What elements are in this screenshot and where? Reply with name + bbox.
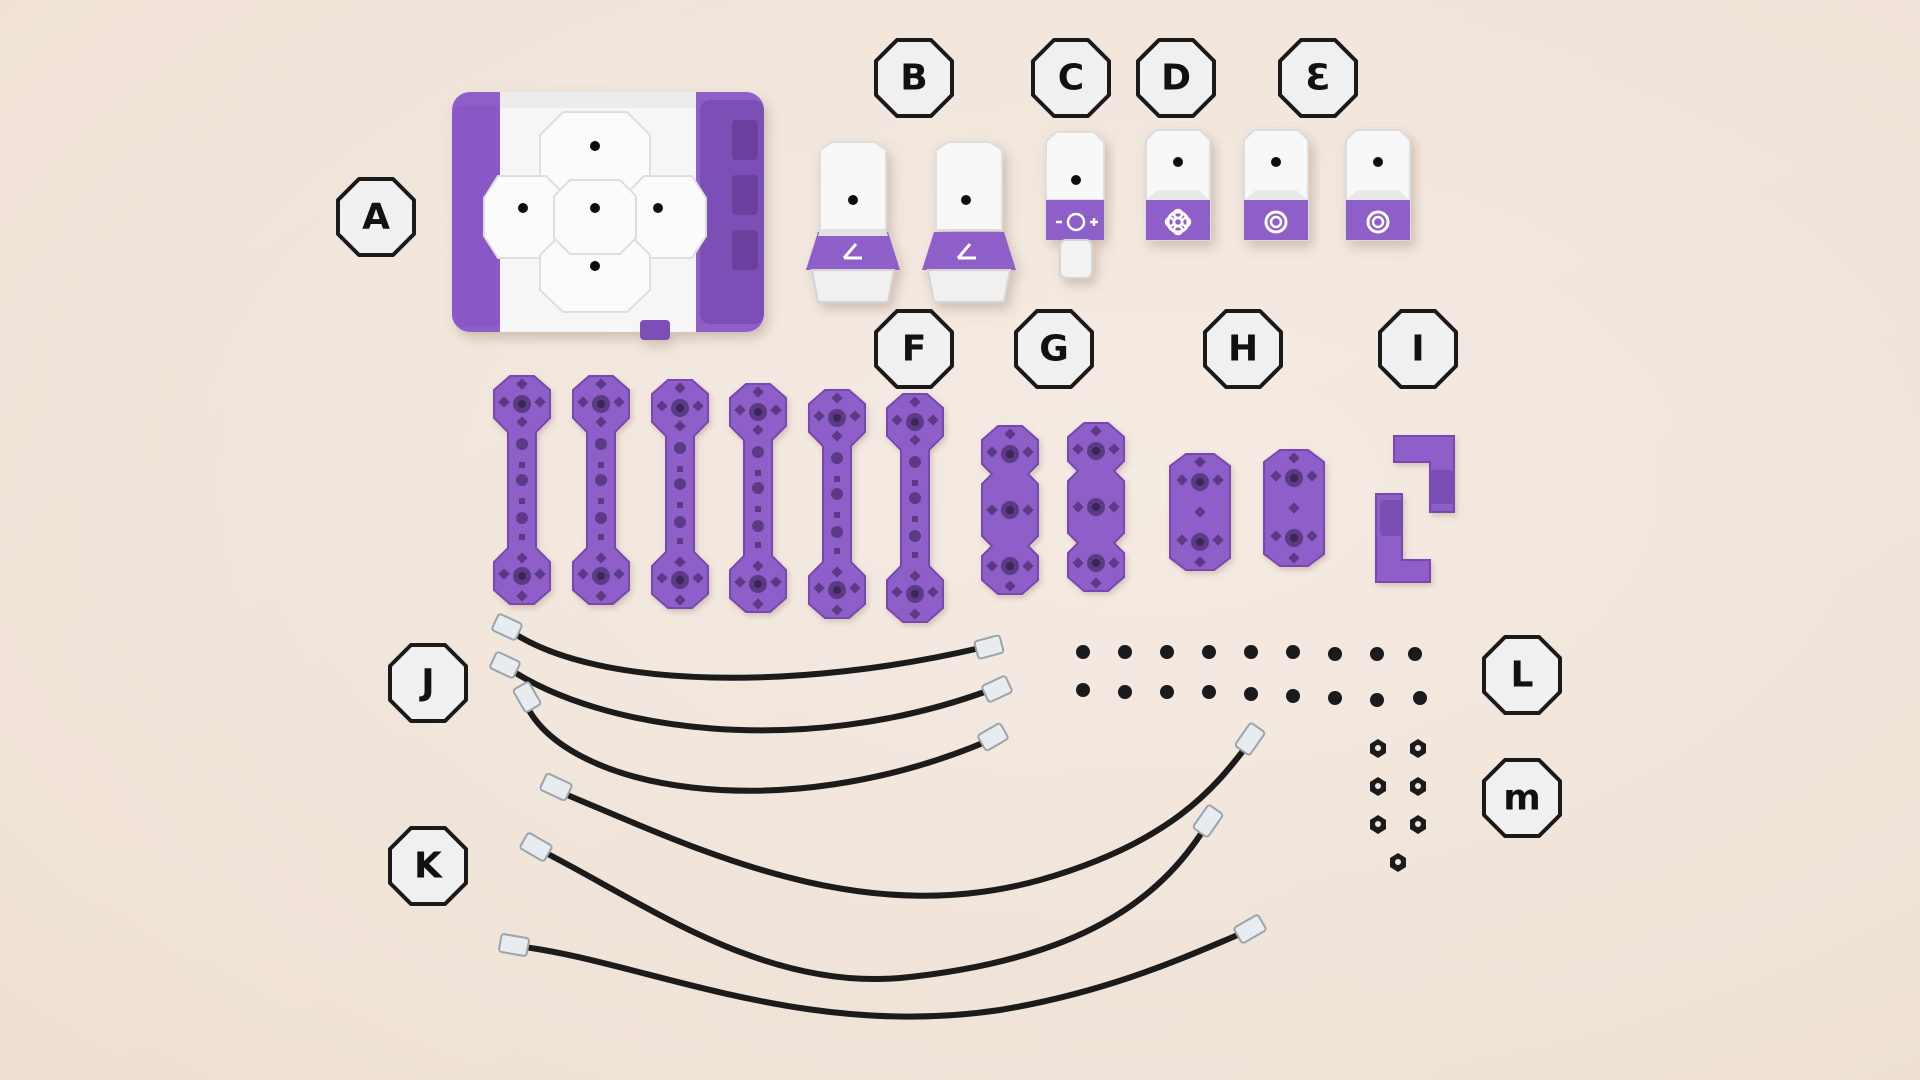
svg-text:Ɛ: Ɛ xyxy=(1305,58,1330,99)
label-d: D xyxy=(1136,38,1216,118)
svg-text:L: L xyxy=(1511,655,1534,696)
part-b-angle-sensor-2 xyxy=(922,141,1016,303)
cable xyxy=(513,927,1253,1020)
svg-text:G: G xyxy=(1039,329,1069,370)
label-h: H xyxy=(1203,309,1283,389)
cable xyxy=(505,665,993,734)
cable xyxy=(537,823,1209,983)
distance-icon xyxy=(1371,215,1385,229)
svg-text:J: J xyxy=(418,663,434,704)
svg-text:B: B xyxy=(900,58,927,99)
label-f: F xyxy=(874,309,954,389)
svg-text:m: m xyxy=(1503,778,1541,819)
part-k-long-cables xyxy=(513,739,1253,1020)
label-k: K xyxy=(388,826,468,906)
part-e-distance-sensor-2 xyxy=(1344,128,1412,242)
double-plate xyxy=(1263,449,1325,567)
distance-icon xyxy=(1269,215,1283,229)
part-d-gear-module xyxy=(1144,128,1212,242)
label-a: A xyxy=(336,177,416,257)
double-plate xyxy=(1169,453,1231,571)
angle-icon xyxy=(956,243,976,260)
triple-link xyxy=(981,425,1039,595)
label-e: Ɛ xyxy=(1278,38,1358,118)
svg-text:K: K xyxy=(414,846,443,887)
j-cable-plugs xyxy=(489,613,1013,752)
label-i: I xyxy=(1378,309,1458,389)
label-g: G xyxy=(1014,309,1094,389)
cable xyxy=(557,739,1253,899)
svg-text:D: D xyxy=(1161,58,1191,99)
svg-text:A: A xyxy=(362,197,390,238)
svg-text:H: H xyxy=(1228,329,1258,370)
svg-text:I: I xyxy=(1411,329,1424,370)
part-l-screws xyxy=(1076,645,1427,707)
label-c: C xyxy=(1031,38,1111,118)
label-m: m xyxy=(1482,758,1562,838)
label-j: J xyxy=(388,643,468,723)
part-b-angle-sensor-1 xyxy=(806,141,900,303)
k-cable-plugs xyxy=(498,722,1267,957)
gear-icon xyxy=(1164,208,1192,236)
part-a-main-cube xyxy=(452,92,764,340)
triple-link xyxy=(1067,422,1125,592)
label-b: B xyxy=(874,38,954,118)
part-i-l-brackets xyxy=(1375,435,1455,583)
part-j-short-cables xyxy=(505,629,993,794)
svg-text:C: C xyxy=(1058,58,1084,99)
part-c-servo-module xyxy=(1045,131,1105,279)
label-l: L xyxy=(1482,635,1562,715)
angle-icon xyxy=(842,243,862,260)
cable xyxy=(509,629,983,681)
part-e-distance-sensor-1 xyxy=(1242,128,1310,242)
svg-text:F: F xyxy=(902,329,927,370)
servo-icon xyxy=(1056,212,1098,232)
cable xyxy=(521,697,993,794)
